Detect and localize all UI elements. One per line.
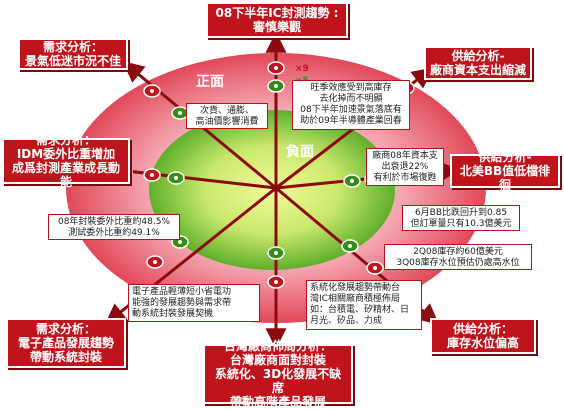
left-box: 需求分析： IDM委外比重增加 成爲封測產業成長動能 xyxy=(2,133,130,189)
note-system-trend-line4: 月光、矽品、力成 xyxy=(310,316,383,326)
node-marker-dot xyxy=(174,176,178,180)
bottom-right-line2: 庫存水位偏高 xyxy=(446,336,519,350)
node-marker-dot xyxy=(274,251,278,255)
bottom-left-line1: 需求分析： xyxy=(35,322,96,336)
note-bb-ratio-line1: 6月BB比跌回升到0.85 xyxy=(414,208,508,218)
node-marker-dot xyxy=(274,66,278,70)
node-marker-dot xyxy=(274,84,278,88)
top-right-line1: 供給分析- xyxy=(451,49,505,63)
bottom-left-line2: 電子產品發展趨勢 xyxy=(17,336,114,350)
node-marker-dot xyxy=(178,111,182,115)
top-left-line2: 景氣低迷市況不佳 xyxy=(24,54,121,68)
note-capex-line2: 出衰退22% xyxy=(381,162,429,172)
note-peak-season-line2: 去化掉而不明顯 xyxy=(319,94,383,104)
left-line1: 需求分析： xyxy=(35,133,96,147)
top-title-line1: 08下半年IC封測趨勢 : xyxy=(215,6,339,20)
top-left-box: 需求分析： 景氣低迷市況不佳 xyxy=(18,38,128,70)
bottom-left-line3: 帶動系統封裝 xyxy=(29,350,102,364)
note-peak-season-line3: 08下半年加速景氣落底有 xyxy=(300,105,402,115)
x9-mark: ×9 xyxy=(295,64,309,74)
right-box: 供給分析- 北美BB值低檔徘徊 xyxy=(450,150,560,192)
note-system-trend-line1: 系統化發展趨勢帶動台 xyxy=(310,283,401,293)
negative-ring-label: 負面 xyxy=(286,144,314,160)
note-consumption-line2: 高油價影響消費 xyxy=(195,117,259,127)
bottom-left-box: 需求分析： 電子產品發展趨勢 帶動系統封裝 xyxy=(6,318,126,368)
note-electronics-line1: 電子產品輕薄短小省電功 xyxy=(132,287,232,297)
note-outsourcing: 08年封裝委外比重約48.5% 測試委外比重約49.1% xyxy=(48,214,180,240)
note-system-trend-line3: 如：台積電、矽精材、日 xyxy=(310,305,410,315)
note-bb-ratio: 6月BB比跌回升到0.85 但訂單量只有10.3億美元 xyxy=(402,205,520,231)
note-inventory-line2: 3Q08庫存水位預估仍處高水位 xyxy=(396,258,520,268)
bottom-right-line1: 供給分析： xyxy=(452,322,513,336)
note-system-trend: 系統化發展趨勢帶動台 灣IC相關廠商積極佈局 如：台積電、矽精材、日 月光、矽品… xyxy=(306,280,422,330)
bottom-line2: 台灣廠商面對封裝 xyxy=(229,353,326,367)
left-line3: 成爲封測產業成長動能 xyxy=(11,161,120,189)
note-consumption-line1: 次貨、通膨、 xyxy=(199,106,254,116)
bottom-line1: 台灣廠商佈局分析： xyxy=(223,339,332,353)
bottom-line4: 帶動高階產品發展 xyxy=(229,395,326,409)
note-outsourcing-line1: 08年封裝委外比重約48.5% xyxy=(57,217,171,227)
note-outsourcing-line2: 測試委外比重約49.1% xyxy=(68,228,160,238)
bottom-right-box: 供給分析： 庫存水位偏高 xyxy=(430,318,536,354)
note-inventory-line1: 2Q08庫存約60億美元 xyxy=(413,247,503,257)
note-system-trend-line2: 灣IC相關廠商積極佈局 xyxy=(310,294,400,304)
top-title-line2: 審慎樂觀 xyxy=(252,20,301,34)
note-capex-line1: 廠商08年資本支 xyxy=(372,151,438,161)
top-right-line2: 廠商資本支出縮減 xyxy=(430,63,527,77)
node-marker-dot xyxy=(178,240,182,244)
note-capex-line3: 有利於市場復甦 xyxy=(373,173,437,183)
left-line2: IDM委外比重增加 xyxy=(16,147,116,161)
note-bb-ratio-line2: 但訂單量只有10.3億美元 xyxy=(410,219,512,229)
node-marker-dot xyxy=(153,260,157,264)
note-electronics-line3: 動系統封裝發展契機 xyxy=(132,309,214,319)
node-marker-dot xyxy=(350,179,354,183)
note-electronics-line2: 能強的發展趨勢與需求帶 xyxy=(132,298,232,308)
note-peak-season-line1: 旺季效應受到高庫存 xyxy=(310,83,392,93)
note-consumption: 次貨、通膨、 高油價影響消費 xyxy=(186,103,268,129)
note-inventory: 2Q08庫存約60億美元 3Q08庫存水位預估仍處高水位 xyxy=(384,244,532,270)
note-peak-season: 旺季效應受到高庫存 去化掉而不明顯 08下半年加速景氣落底有 助於09年半導體產… xyxy=(292,80,410,130)
bottom-box: 台灣廠商佈局分析： 台灣廠商面對封裝 系統化、3D化發展不缺席 帶動高階產品發展 xyxy=(203,339,353,409)
node-marker-dot xyxy=(150,173,154,177)
top-right-box: 供給分析- 廠商資本支出縮減 xyxy=(424,46,532,80)
note-capex: 廠商08年資本支 出衰退22% 有利於市場復甦 xyxy=(366,148,444,186)
node-marker-dot xyxy=(274,280,278,284)
node-marker-dot xyxy=(348,244,352,248)
positive-ring-label: 正面 xyxy=(196,74,224,90)
right-line2: 北美BB值低檔徘徊 xyxy=(459,164,551,192)
bottom-line3: 系統化、3D化發展不缺席 xyxy=(214,367,342,395)
right-line1: 供給分析- xyxy=(478,150,532,164)
note-electronics: 電子產品輕薄短小省電功 能強的發展趨勢與需求帶 動系統封裝發展契機 xyxy=(128,284,260,322)
node-marker-dot xyxy=(150,89,154,93)
node-marker-dot xyxy=(373,266,377,270)
note-peak-season-line4: 助於09年半導體產業回春 xyxy=(300,116,402,126)
top-left-line1: 需求分析： xyxy=(42,40,103,54)
top-title-box: 08下半年IC封測趨勢 : 審慎樂觀 xyxy=(206,2,348,38)
